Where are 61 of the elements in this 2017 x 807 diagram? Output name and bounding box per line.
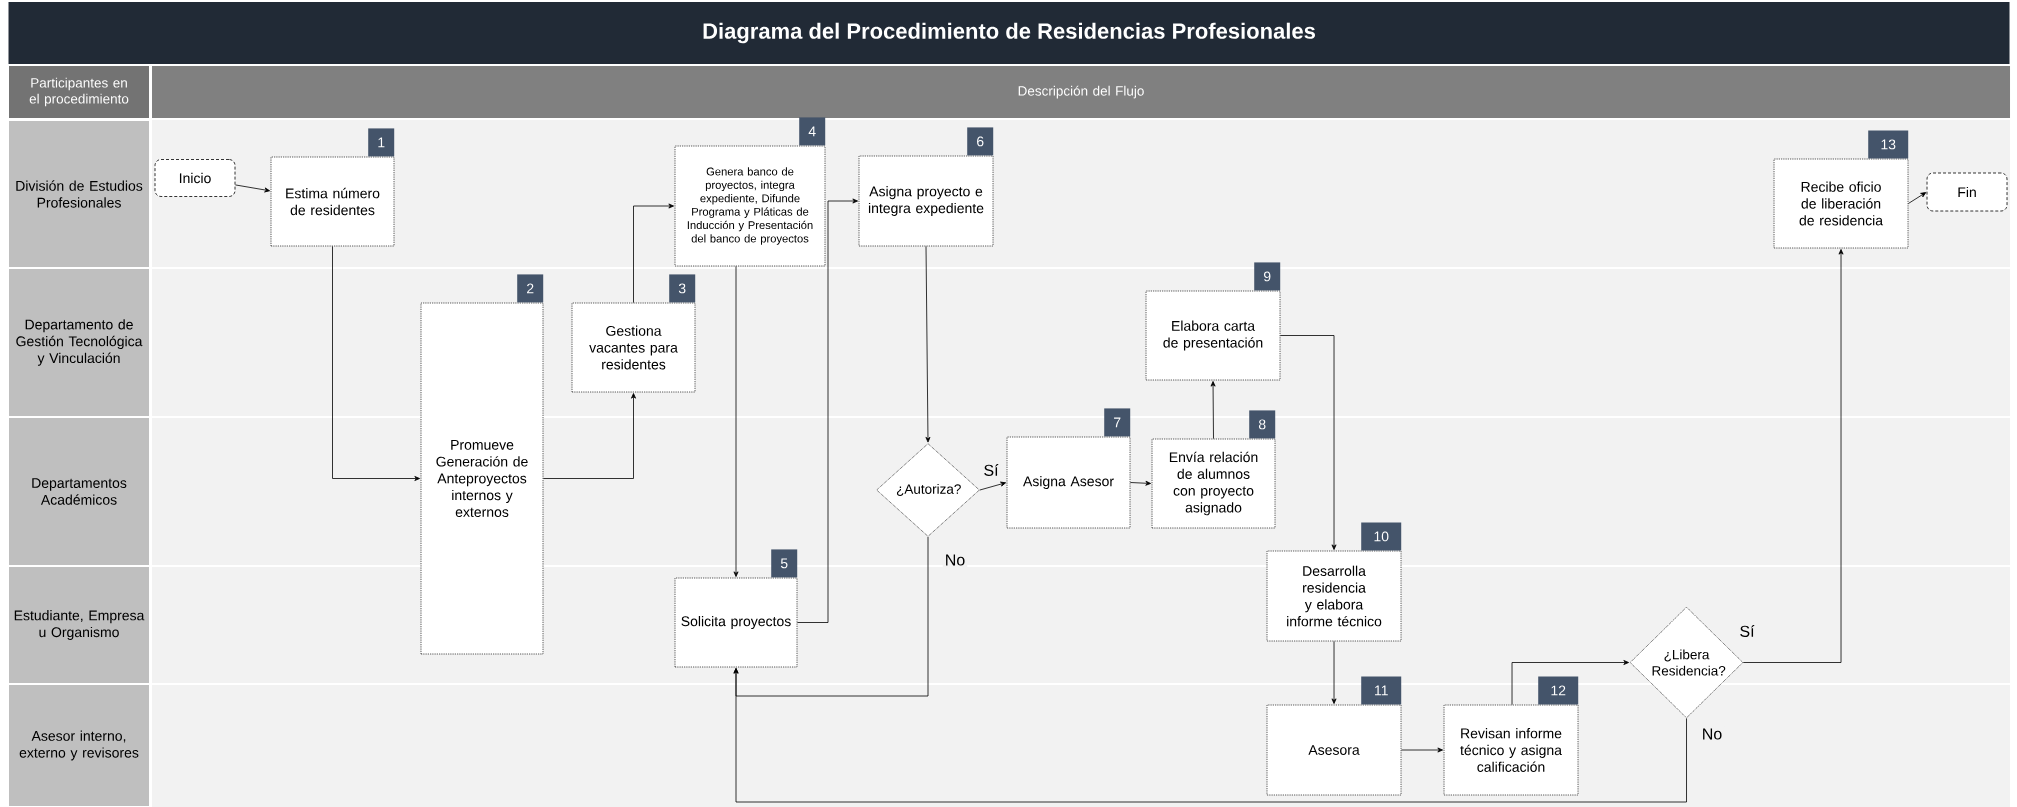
step-number-badge: 12 <box>1538 676 1579 705</box>
step-number-badge: 10 <box>1361 522 1402 551</box>
arrow <box>235 184 270 193</box>
step-number-badge: 13 <box>1868 130 1909 159</box>
arrow <box>1511 660 1629 705</box>
arrow <box>1331 641 1337 704</box>
process-box: Asesora <box>1266 704 1402 796</box>
step-number-badge: 3 <box>669 274 696 303</box>
arrow <box>1130 480 1151 486</box>
process-box: Asigna Asesor <box>1006 436 1131 529</box>
arrow <box>1210 381 1216 439</box>
edge-label: Sí <box>981 462 1001 478</box>
arrow <box>925 246 931 443</box>
step-number-badge: 5 <box>771 549 798 578</box>
node-label: Departamento de Gestión Tecnológica y Vinculación <box>16 319 143 366</box>
process-box: Solicita proyectos <box>674 577 798 668</box>
lane-header: Estudiante, Empresa u Organismo <box>9 567 149 683</box>
process-box: Asigna proyecto e integra expediente <box>858 155 994 247</box>
step-number-badge: 7 <box>1104 408 1131 437</box>
lane-header: Departamentos Académicos <box>9 418 149 565</box>
node-label: Estudiante, Empresa u Organismo <box>14 610 145 640</box>
arrow <box>543 393 636 479</box>
arrow <box>1280 335 1337 550</box>
lane-header: Departamento de Gestión Tecnológica y Vinculación <box>9 269 149 416</box>
process-box: Desarrolla residencia y elabora informe técnico <box>1266 550 1402 642</box>
step-number-badge: 8 <box>1249 410 1276 439</box>
arrow <box>797 198 858 623</box>
step-number-badge: 4 <box>799 117 826 146</box>
process-box: Estima número de residentes <box>270 156 395 247</box>
arrow <box>1401 747 1443 753</box>
process-box: Elabora carta de presentación <box>1145 290 1281 381</box>
process-box: Revisan informe técnico y asigna calificación <box>1443 704 1579 796</box>
process-box: Envía relación de alumnos con proyecto asignado <box>1151 438 1276 529</box>
step-number-badge: 2 <box>517 274 544 303</box>
arrow <box>1743 249 1844 663</box>
edge-label: No <box>942 552 968 568</box>
process-box: Genera banco de proyectos, integra expediente, Difunde Programa y Pláticas de Inducción y Presentación del banco de proyectos <box>674 145 826 267</box>
arrow <box>332 246 420 481</box>
title-bar: Diagrama del Procedimiento de Residencias Profesionales <box>8 2 2010 64</box>
header-cell: Descripción del Flujo <box>152 66 2010 118</box>
step-number-badge: 11 <box>1361 676 1402 705</box>
process-box: Promueve Generación de Anteproyectos internos y externos <box>420 302 544 655</box>
lane-header: Asesor interno, externo y revisores <box>9 685 149 806</box>
step-number-badge: 1 <box>368 128 395 157</box>
arrow <box>733 668 1687 803</box>
step-number-badge: 6 <box>967 127 994 156</box>
step-number-badge: 9 <box>1254 262 1281 291</box>
arrow <box>733 266 739 577</box>
arrow <box>979 481 1007 491</box>
header-cell: Participantes en el procedimiento <box>9 66 149 118</box>
node-label: Departamentos Académicos <box>32 478 127 505</box>
process-box: Recibe oficio de liberación de residencia <box>1773 158 1909 249</box>
process-box: Gestiona vacantes para residentes <box>571 302 696 393</box>
arrow <box>1908 192 1927 204</box>
node-label: Asesor interno, externo y revisores <box>19 730 139 761</box>
edge-label: No <box>1699 726 1725 742</box>
lane-header: División de Estudios Profesionales <box>9 121 149 267</box>
node-label: División de Estudios Profesionales <box>16 180 143 208</box>
terminal-box: Fin <box>1926 172 2008 212</box>
arrow <box>633 203 674 303</box>
terminal-box: Inicio <box>154 159 236 197</box>
